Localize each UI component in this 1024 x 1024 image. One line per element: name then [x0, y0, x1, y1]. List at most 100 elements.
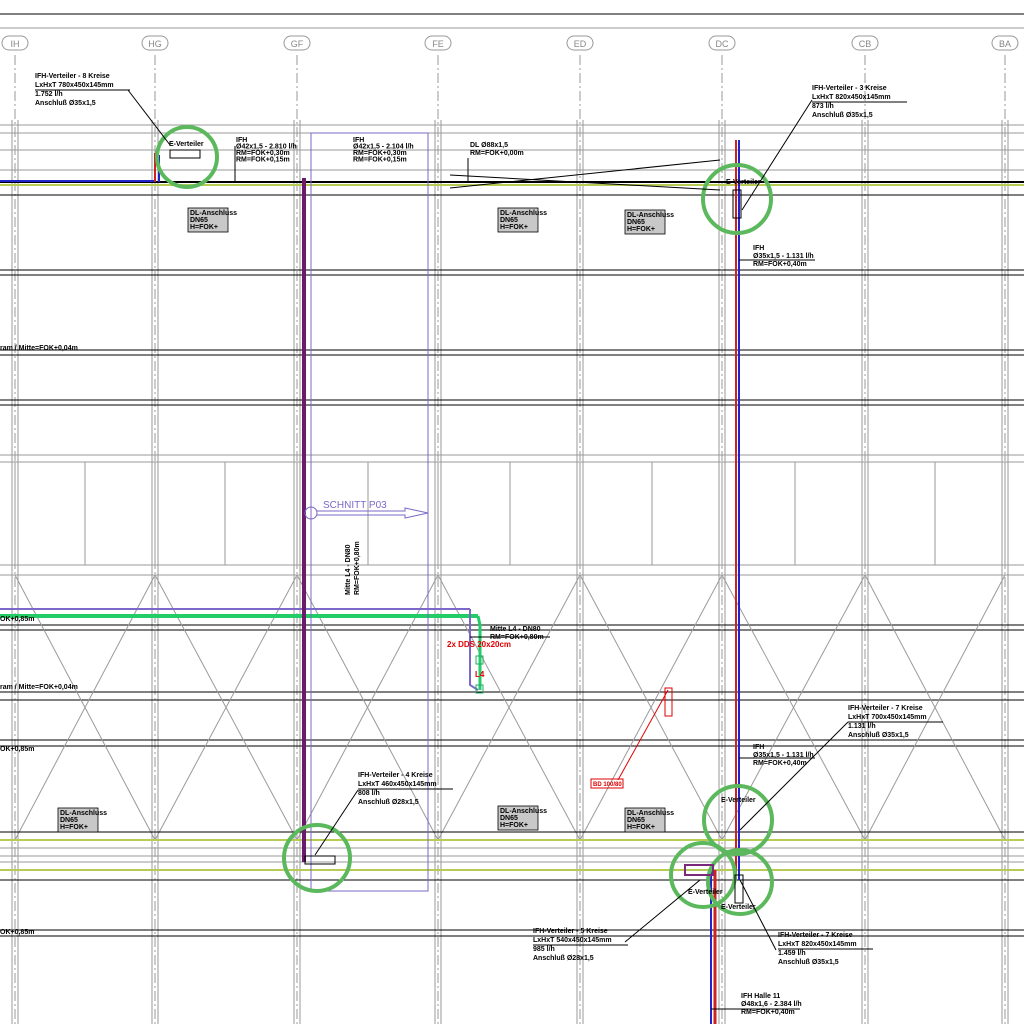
- note-line: IFH-Verteiler - 8 Kreise: [35, 73, 110, 80]
- note-line: RM=FOK+0,30m: [236, 150, 290, 157]
- note-line: RM=FOK+0,15m: [236, 157, 290, 164]
- e-verteiler-label: E-Verteiler: [721, 797, 756, 804]
- axis-label: IH: [11, 39, 20, 49]
- dl-line: DL-Anschluss: [627, 212, 674, 219]
- dl-line: DL-Anschluss: [190, 210, 237, 217]
- left-edge-note: OK+0,85m: [0, 746, 34, 753]
- e-verteiler-label: E-Verteiler: [169, 141, 204, 148]
- dl-line: DL-Anschluss: [627, 810, 674, 817]
- note-line: IFH-Verteiler - 4 Kreise: [358, 772, 433, 779]
- note-line: Ø35x1,5 - 1.131 l/h: [753, 253, 814, 260]
- dl-line: H=FOK+: [627, 824, 655, 831]
- note-line: IFH-Verteiler - 7 Kreise: [848, 705, 923, 712]
- left-edge-note: OK+0,85m: [0, 929, 34, 936]
- note-line: IFH: [353, 137, 364, 144]
- note-line: IFH-Verteiler - 7 Kreise: [778, 932, 853, 939]
- e-verteiler-label: E-Verteiler: [726, 179, 761, 186]
- axis-ed: ED: [566, 35, 594, 1024]
- dl-line: DN65: [190, 217, 208, 224]
- note-line: Anschluß Ø28x1,5: [533, 955, 594, 962]
- main-pipes: [0, 140, 1024, 1024]
- dl-line: DN65: [627, 219, 645, 226]
- vertical-note-2: RM=FOK+0,80m: [354, 541, 361, 595]
- dl-line: H=FOK+: [500, 822, 528, 829]
- axis-label: FE: [432, 39, 444, 49]
- dl-line: DN65: [500, 815, 518, 822]
- note-line: IFH: [236, 137, 247, 144]
- dl-line: H=FOK+: [500, 224, 528, 231]
- note-line: IFH Halle 11: [741, 993, 780, 1000]
- red-markup: BD 100/80 2x DDS 20x20cm L4: [447, 640, 673, 789]
- dds-label: 2x DDS 20x20cm: [447, 640, 511, 649]
- dl-line: H=FOK+: [60, 824, 88, 831]
- e-verteiler-label: E-Verteiler: [721, 904, 756, 911]
- dl-pipe-note: DL Ø88x1,5RM=FOK+0,00m: [470, 142, 524, 157]
- bd-label: BD 100/80: [593, 782, 622, 788]
- note-line: 1.131 l/h: [848, 723, 876, 730]
- note-line: Anschluß Ø35x1,5: [35, 100, 96, 107]
- dl-line: DL-Anschluss: [500, 808, 547, 815]
- l4-label: L4: [475, 670, 485, 679]
- note-line: IFH-Verteiler - 5 Kreise: [533, 928, 608, 935]
- axis-ih: IH: [1, 35, 29, 1024]
- note-line: IFH: [753, 744, 764, 751]
- note-line: LxHxT 820x450x145mm: [812, 94, 891, 101]
- dl-line: DL-Anschluss: [60, 810, 107, 817]
- axis-cb: CB: [851, 35, 879, 1024]
- note-line: Anschluß Ø35x1,5: [778, 959, 839, 966]
- note-line: DL Ø88x1,5: [470, 142, 508, 149]
- left-edge-note: OK+0,85m: [0, 616, 34, 623]
- note-line: Ø42x1,5 - 2.810 l/h: [236, 144, 297, 151]
- axis-dc: DC: [708, 35, 736, 1024]
- truss-diagonals: [14, 574, 1006, 841]
- note-line: LxHxT 460x450x145mm: [358, 781, 437, 788]
- left-edge-note: ram / Mitte=FOK+0,04m: [0, 684, 78, 691]
- axis-gf: GF: [283, 35, 311, 1024]
- note-line: Ø35x1,5 - 1.131 l/h: [753, 752, 814, 759]
- note-line: Ø48x1,6 - 2.384 l/h: [741, 1001, 802, 1008]
- note-line: 873 l/h: [812, 103, 834, 110]
- section-p03[interactable]: SCHNITT P03: [304, 132, 429, 892]
- note-line: RM=FOK+0,40m: [753, 261, 807, 268]
- dl-line: DN65: [627, 817, 645, 824]
- axis-ba: BA: [991, 35, 1019, 1024]
- axis-label: BA: [999, 39, 1011, 49]
- axis-label: DC: [716, 39, 729, 49]
- dl-line: DN65: [500, 217, 518, 224]
- note-line: Anschluß Ø35x1,5: [812, 112, 873, 119]
- note-line: 808 l/h: [358, 790, 380, 797]
- dl-line: H=FOK+: [190, 224, 218, 231]
- section-label: SCHNITT P03: [323, 500, 387, 511]
- axis-hg: HG: [141, 35, 169, 1024]
- left-edge-note: ram / Mitte=FOK+0,04m: [0, 345, 78, 352]
- dl-line: DL-Anschluss: [500, 210, 547, 217]
- note-line: 985 l/h: [533, 946, 555, 953]
- dl-line: H=FOK+: [627, 226, 655, 233]
- axis-label: ED: [574, 39, 587, 49]
- vertical-note-1: Mitte L4 - DN80: [345, 544, 352, 595]
- note-line: Anschluß Ø35x1,5: [848, 732, 909, 739]
- axis-label: HG: [148, 39, 162, 49]
- note-line: LxHxT 540x450x145mm: [533, 937, 612, 944]
- note-line: IFH-Verteiler - 3 Kreise: [812, 85, 887, 92]
- note-line: Anschluß Ø28x1,5: [358, 799, 419, 806]
- grid-columns: IH HG GF FE ED DC CB BA: [1, 35, 1019, 1024]
- note-line: LxHxT 820x450x145mm: [778, 941, 857, 948]
